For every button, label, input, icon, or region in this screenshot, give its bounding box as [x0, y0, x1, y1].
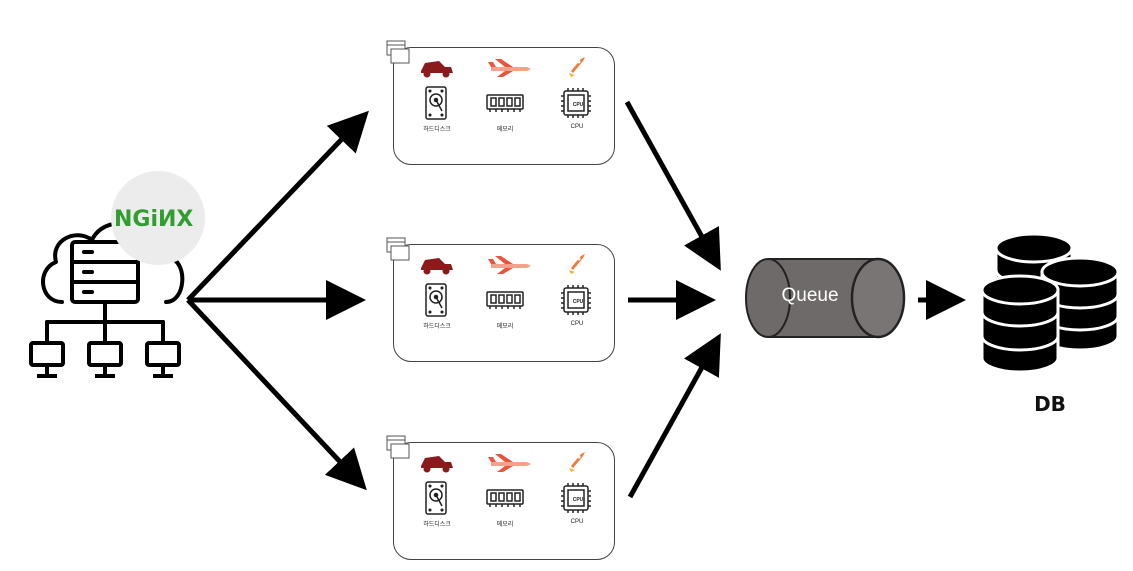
- database-icon: [980, 232, 1120, 374]
- memory-label: 메모리: [496, 324, 514, 330]
- cpu-label: CPU: [570, 321, 584, 327]
- memory-label: 메모리: [496, 522, 514, 528]
- disk-label: 하드디스크: [423, 324, 451, 330]
- arrow-server-3-to-queue: [627, 333, 721, 499]
- cpu-icon: [560, 284, 591, 315]
- nginx-badge-background: [111, 171, 205, 265]
- cpu-chip-text: CPU: [572, 299, 584, 305]
- hard-disk-icon: [424, 480, 447, 515]
- rocket-icon: [568, 56, 585, 77]
- cpu-icon: [560, 87, 591, 118]
- disk-label: 하드디스크: [423, 127, 451, 133]
- cpu-label: CPU: [570, 519, 584, 525]
- cpu-chip-text: CPU: [572, 497, 584, 503]
- cpu-icon: [560, 482, 591, 513]
- client-monitor-icon: [87, 341, 123, 378]
- nginx-logo-text: NGiИX: [114, 207, 194, 232]
- disk-label: 하드디스크: [423, 522, 451, 528]
- server-box: CPU 하드디스크 메모리 CPU: [386, 435, 615, 560]
- arrow-server-1-to-queue: [624, 100, 721, 271]
- database-label: DB: [1034, 392, 1066, 416]
- car-icon: [420, 455, 453, 472]
- client-monitor-icon: [145, 341, 181, 378]
- airplane-icon: [487, 58, 531, 77]
- memory-icon: [485, 290, 524, 309]
- cpu-chip-text: CPU: [572, 102, 584, 108]
- hard-disk-icon: [424, 85, 447, 120]
- car-icon: [420, 60, 453, 77]
- queue-cylinder: [745, 257, 906, 339]
- arrow-to-server-1: [186, 110, 369, 302]
- memory-icon: [485, 488, 524, 507]
- memory-label: 메모리: [496, 127, 514, 133]
- hard-disk-icon: [424, 282, 447, 317]
- car-icon: [420, 257, 453, 274]
- server-window-icon: [386, 237, 409, 260]
- rocket-icon: [568, 451, 585, 472]
- arrow-to-server-3: [186, 298, 367, 491]
- server-window-icon: [386, 435, 409, 458]
- server-window-icon: [386, 40, 409, 63]
- queue-label: Queue: [781, 285, 839, 306]
- server-box: CPU 하드디스크 메모리 CPU: [386, 40, 615, 165]
- cpu-label: CPU: [570, 124, 584, 130]
- rocket-icon: [568, 253, 585, 274]
- airplane-icon: [487, 255, 531, 274]
- nginx-badge: NGiИX: [111, 171, 205, 265]
- client-monitor-icon: [29, 341, 65, 378]
- memory-icon: [485, 93, 524, 112]
- client-cloud-icon: [41, 221, 185, 344]
- server-box: CPU 하드디스크 메모리 CPU: [386, 237, 615, 362]
- airplane-icon: [487, 453, 531, 472]
